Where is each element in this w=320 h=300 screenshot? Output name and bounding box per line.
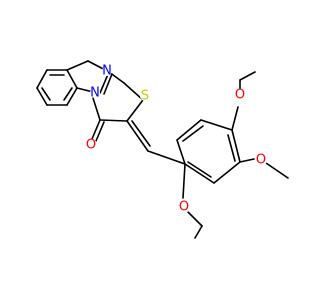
- bond: [182, 163, 186, 199]
- bond: [63, 87, 73, 101]
- bond: [200, 119, 233, 131]
- atom-o-methoxy-2: O: [179, 200, 189, 215]
- bond: [187, 211, 203, 227]
- atom-s-ring: S: [141, 89, 149, 104]
- bond: [213, 161, 241, 184]
- bond: [194, 225, 203, 239]
- bond: [36, 69, 48, 89]
- atom-n-bridge: N: [90, 86, 100, 101]
- bond: [187, 161, 212, 178]
- bond: [182, 125, 204, 142]
- bond: [231, 106, 239, 131]
- bond: [176, 139, 186, 165]
- bond: [99, 119, 128, 122]
- bond: [239, 158, 255, 163]
- bond: [131, 120, 151, 147]
- bond: [108, 71, 125, 84]
- atom-n-imine: N: [102, 64, 112, 79]
- bond: [126, 99, 144, 122]
- bond: [123, 82, 144, 101]
- bond: [126, 120, 149, 152]
- atom-labels: N N S O O O O: [85, 64, 267, 215]
- bond: [231, 129, 241, 163]
- bond: [95, 121, 105, 142]
- atom-o-carbonyl: O: [86, 138, 96, 153]
- bond: [176, 119, 202, 141]
- bond: [36, 87, 48, 106]
- bond: [66, 60, 89, 71]
- bond: [265, 162, 289, 179]
- bond: [92, 97, 101, 121]
- bond: [103, 73, 113, 95]
- bond: [66, 87, 78, 106]
- bond: [184, 163, 215, 184]
- bond: [41, 87, 51, 101]
- molecule-structure-svg: N N S O O O O: [36, 60, 289, 239]
- bond-layer: [36, 60, 289, 239]
- bond: [66, 69, 78, 89]
- atom-o-methoxy-5: O: [235, 88, 245, 103]
- atom-o-methoxy-4: O: [256, 153, 266, 168]
- bond: [91, 119, 101, 140]
- bond: [227, 134, 236, 162]
- bond: [147, 150, 186, 165]
- bond: [239, 71, 256, 81]
- molecule-canvas: N N S O O O O: [36, 60, 289, 239]
